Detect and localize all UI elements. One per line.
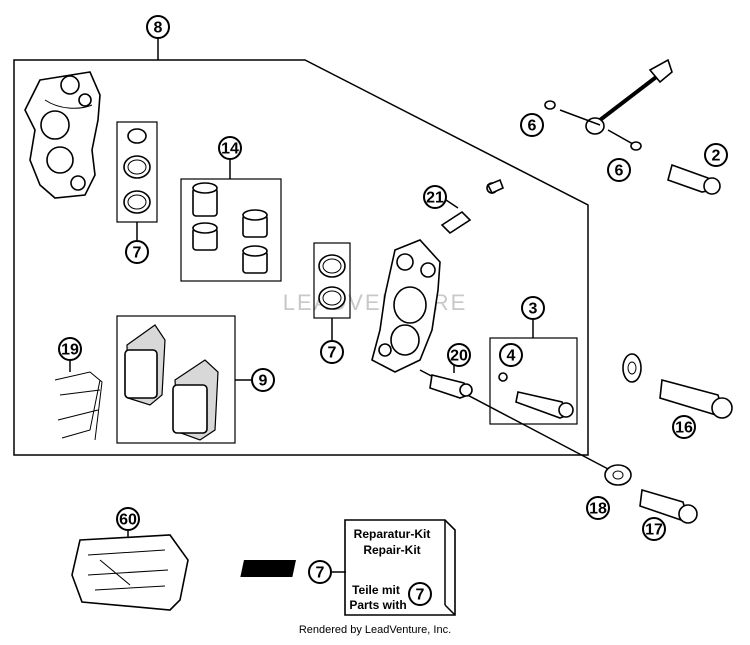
- mount-hardware: [604, 353, 733, 524]
- svg-text:18: 18: [589, 501, 607, 518]
- kit-label-line4: Parts with: [349, 598, 406, 612]
- svg-text:2: 2: [712, 148, 721, 165]
- caliper-body-center: [371, 239, 611, 471]
- callout-20: 20: [447, 343, 471, 367]
- svg-text:6: 6: [528, 118, 537, 135]
- caliper-bracket-left: [24, 71, 101, 199]
- svg-text:4: 4: [507, 348, 516, 365]
- callout-17: 17: [642, 517, 666, 541]
- callout-7-kit-left: 7: [308, 560, 332, 584]
- callout-7-center: 7: [320, 340, 344, 364]
- svg-text:14: 14: [221, 141, 239, 158]
- callout-4: 4: [499, 343, 523, 367]
- bleeder-screw: [440, 178, 505, 235]
- kit-label-line2: Repair-Kit: [363, 543, 420, 557]
- footer-credit: Rendered by LeadVenture, Inc.: [299, 624, 451, 636]
- callout-2: 2: [704, 143, 728, 167]
- callout-3: 3: [521, 296, 545, 320]
- kit-label-line1: Reparatur-Kit: [354, 527, 431, 541]
- accessory-pack: [71, 530, 189, 611]
- callout-6-lower: 6: [607, 158, 631, 182]
- svg-text:20: 20: [450, 348, 468, 365]
- svg-text:7: 7: [328, 345, 337, 362]
- ktm-logo-box: [240, 560, 296, 577]
- callout-16: 16: [672, 415, 696, 439]
- callout-6-upper: 6: [520, 113, 544, 137]
- callout-18: 18: [586, 496, 610, 520]
- bolt-20: [429, 365, 473, 399]
- ktm-logo-text: KTM: [379, 562, 406, 576]
- piston-kit: [180, 160, 282, 282]
- kit-label-line3: Teile mit: [352, 583, 400, 597]
- pin-kit: [489, 320, 578, 425]
- seal-kit-center: [313, 242, 351, 340]
- pad-spring: [54, 360, 103, 441]
- svg-text:7: 7: [316, 565, 325, 582]
- callout-7-left: 7: [125, 240, 149, 264]
- callout-9: 9: [251, 368, 275, 392]
- svg-text:6: 6: [615, 163, 624, 180]
- assembly-boundary: [13, 59, 589, 456]
- callout-19: 19: [58, 337, 82, 361]
- seal-kit-left: [116, 121, 158, 240]
- callout-7-kit-inner: 7: [408, 582, 432, 606]
- svg-text:8: 8: [154, 20, 163, 37]
- svg-text:7: 7: [133, 245, 142, 262]
- svg-text:3: 3: [529, 301, 538, 318]
- svg-text:9: 9: [259, 373, 268, 390]
- svg-text:16: 16: [675, 420, 693, 437]
- callout-60: 60: [116, 507, 140, 531]
- callout-8: 8: [146, 15, 170, 39]
- callout-21: 21: [423, 185, 447, 209]
- callout-14: 14: [218, 136, 242, 160]
- svg-text:19: 19: [61, 342, 79, 359]
- watermark: LEADVENTURE: [283, 290, 468, 315]
- svg-text:7: 7: [416, 587, 425, 604]
- brake-pad-kit: [116, 315, 252, 444]
- svg-text:21: 21: [426, 190, 444, 207]
- svg-text:17: 17: [645, 522, 663, 539]
- axle-assembly: [544, 58, 721, 195]
- svg-text:60: 60: [119, 512, 137, 529]
